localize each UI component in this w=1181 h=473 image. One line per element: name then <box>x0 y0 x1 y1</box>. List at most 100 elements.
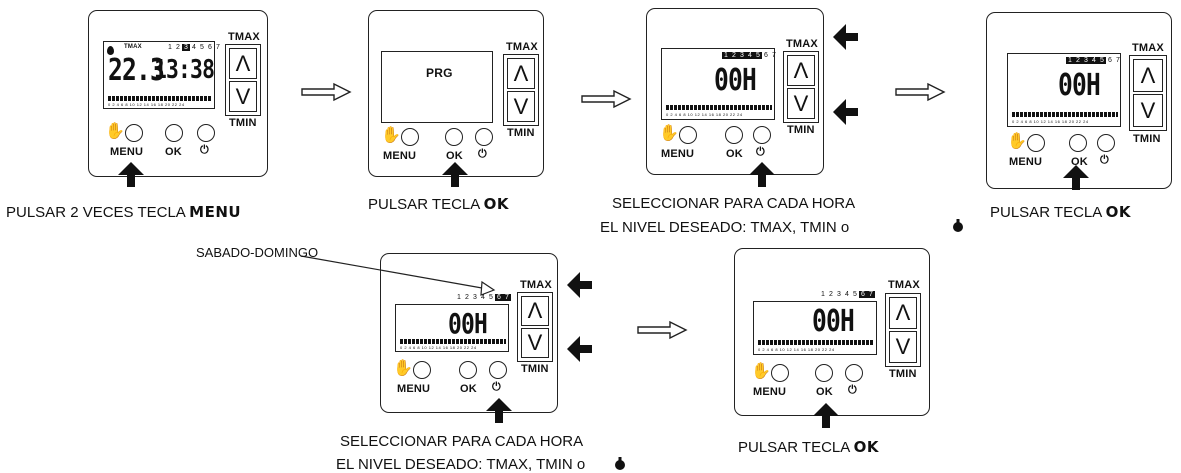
temperature-buttons: Λ V <box>1129 55 1167 131</box>
up-button[interactable]: Λ <box>787 55 815 86</box>
power-icon: ⏻ <box>756 146 765 158</box>
tmax-label: TMAX <box>228 31 260 43</box>
tmax-indicator: TMAX <box>124 44 142 50</box>
temperature-buttons: Λ V <box>225 44 261 116</box>
hour-ticks: 0 2 4 6 8 10 12 14 16 18 20 22 24 <box>400 345 477 350</box>
hand-button[interactable] <box>413 361 431 379</box>
tmax-label: TMAX <box>888 279 920 291</box>
temperature-buttons: Λ V <box>783 51 819 123</box>
down-button[interactable]: V <box>521 328 549 358</box>
down-button[interactable]: V <box>787 88 815 119</box>
lcd-screen: 00H 0 2 4 6 8 10 12 14 16 18 20 22 24 <box>395 304 509 352</box>
press-arrow-tmax-3 <box>833 24 858 50</box>
power-icon: ⏻ <box>478 148 487 160</box>
down-button[interactable]: V <box>507 91 535 122</box>
tmax-label: TMAX <box>1132 42 1164 54</box>
up-button[interactable]: Λ <box>521 296 549 326</box>
menu-label: MENU <box>397 383 431 395</box>
hour-display: 00H <box>812 304 855 339</box>
hand-button[interactable] <box>679 126 697 144</box>
power-button[interactable] <box>1097 134 1115 152</box>
ok-button[interactable] <box>725 126 743 144</box>
power-glyph-caption-5 <box>615 457 625 470</box>
hand-icon: ✋ <box>381 127 401 144</box>
hand-button[interactable] <box>401 128 419 146</box>
caption-step-4: PULSAR TECLA OK <box>990 203 1131 221</box>
hand-button[interactable] <box>1027 134 1045 152</box>
menu-label: MENU <box>1009 156 1043 168</box>
ok-button[interactable] <box>459 361 477 379</box>
hand-icon: ✋ <box>659 125 679 142</box>
down-button[interactable]: V <box>889 331 917 363</box>
tmin-label: TMIN <box>229 117 257 129</box>
lcd-screen: 00H 0 2 4 6 8 10 12 14 16 18 20 22 24 <box>753 301 877 355</box>
down-button[interactable]: V <box>229 81 257 112</box>
tmin-label: TMIN <box>507 127 535 139</box>
temperature-display: 22.3 <box>108 53 165 88</box>
ok-label: OK <box>460 383 477 395</box>
program-bar <box>758 340 874 345</box>
power-icon: ⏻ <box>200 144 209 156</box>
down-button[interactable]: V <box>1133 94 1163 127</box>
flow-arrow-4 <box>637 320 688 340</box>
press-arrow-ok-4 <box>1063 165 1089 190</box>
caption-step-2: PULSAR TECLA OK <box>368 195 509 213</box>
up-button[interactable]: Λ <box>1133 59 1163 92</box>
menu-label: MENU <box>110 146 144 158</box>
power-button[interactable] <box>197 124 215 142</box>
program-bar <box>1012 112 1118 117</box>
up-button[interactable]: Λ <box>507 58 535 89</box>
power-button[interactable] <box>475 128 493 146</box>
flow-arrow-1 <box>301 82 352 102</box>
tmax-label: TMAX <box>786 38 818 50</box>
ok-label: OK <box>165 146 182 158</box>
menu-label: MENU <box>661 148 695 160</box>
temperature-buttons: Λ V <box>517 292 553 362</box>
ok-button[interactable] <box>165 124 183 142</box>
tmin-label: TMIN <box>787 124 815 136</box>
hand-icon: ✋ <box>393 360 413 377</box>
ok-button[interactable] <box>445 128 463 146</box>
menu-label: MENU <box>753 386 787 398</box>
power-button[interactable] <box>489 361 507 379</box>
hour-ticks: 0 2 4 6 8 10 12 14 16 18 20 22 24 <box>1012 119 1089 124</box>
up-button[interactable]: Λ <box>229 48 257 79</box>
hand-button[interactable] <box>125 124 143 142</box>
tmin-label: TMIN <box>1133 133 1161 145</box>
program-bar <box>400 339 506 344</box>
program-bar <box>108 96 212 101</box>
power-button[interactable] <box>845 364 863 382</box>
hour-display: 00H <box>448 307 488 340</box>
power-icon: ⏻ <box>848 384 857 396</box>
press-arrow-tmax-5 <box>567 272 592 298</box>
hour-ticks: 0 2 4 6 8 10 12 14 16 18 20 22 24 <box>758 347 835 352</box>
hand-icon: ✋ <box>751 363 771 380</box>
ok-label: OK <box>446 150 463 162</box>
tmax-label: TMAX <box>520 279 552 291</box>
press-arrow-power-3 <box>749 162 775 187</box>
hand-icon: ✋ <box>1007 133 1027 150</box>
press-arrow-tmin-3 <box>833 99 858 125</box>
clock-display: 13:38 <box>154 55 215 85</box>
ok-button[interactable] <box>1069 134 1087 152</box>
power-button[interactable] <box>753 126 771 144</box>
hand-icon: ✋ <box>105 123 125 140</box>
weekend-callout-line <box>300 255 496 296</box>
up-button[interactable]: Λ <box>889 297 917 329</box>
power-glyph-caption-3 <box>953 219 963 232</box>
flow-arrow-2 <box>581 89 632 109</box>
ok-button[interactable] <box>815 364 833 382</box>
temperature-buttons: Λ V <box>503 54 539 126</box>
hand-button[interactable] <box>771 364 789 382</box>
program-text: PRG <box>426 66 453 80</box>
